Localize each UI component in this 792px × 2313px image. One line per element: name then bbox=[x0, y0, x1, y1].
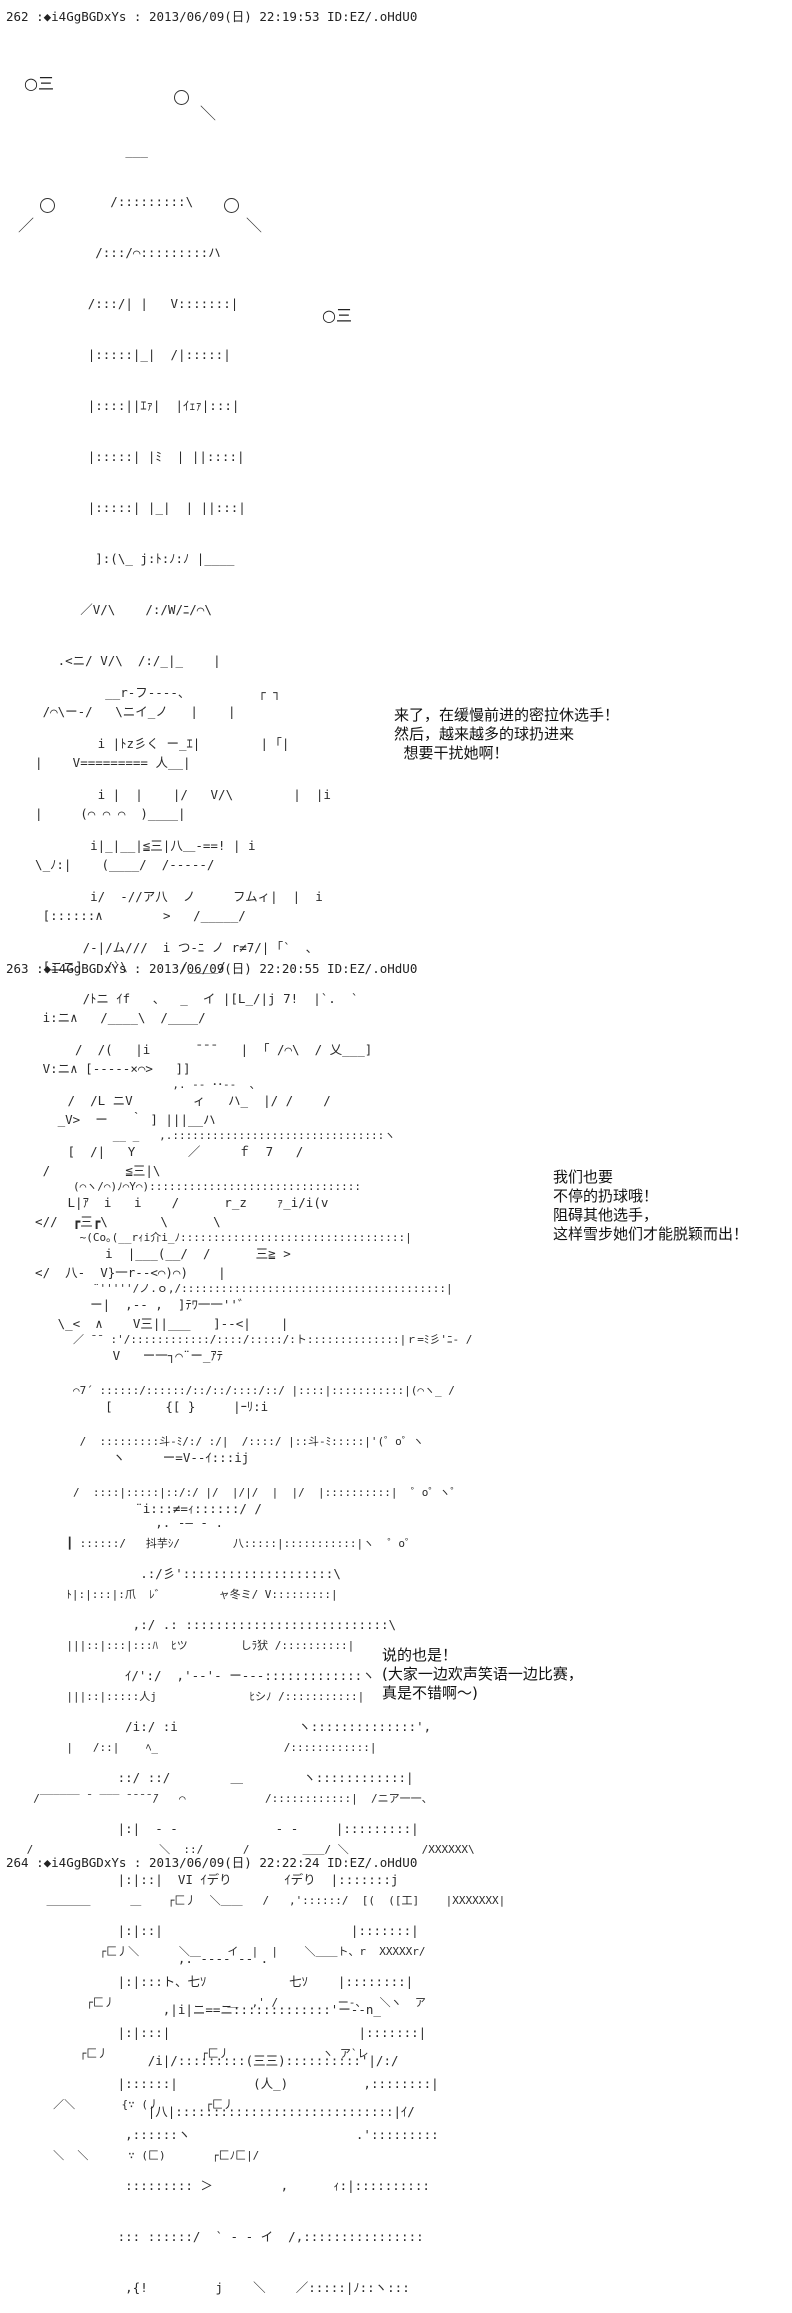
ascii-art: ,. -‐‐‐ ‐- . ,|i|ニ==ニ:::::::::::::'ー--n_… bbox=[80, 1951, 415, 2119]
ascii-art: __r‐フ‐‐‐-、 ┌ ┐ i |ﾄz彡く ー_ｴ| | ｢| i | | |… bbox=[60, 685, 373, 1516]
dialogue-text: 说的也是！ (大家一边欢声笑语一边比赛， 真是不错啊〜) bbox=[382, 1646, 583, 1702]
post-header: 262 :◆i4GgBGDxYs : 2013/06/09(日) 22:19:5… bbox=[6, 9, 418, 24]
ascii-art: ,. -― ‐ . .:/彡'::::::::::::::::::::\ ,:/… bbox=[80, 1515, 439, 2295]
circle-san-mark: ○三 bbox=[322, 306, 352, 325]
circle-san-mark: ○三 bbox=[24, 74, 54, 93]
ascii-art: ,. -‐ ･･‐- 、 __ _ ,.::::::::::::::::::::… bbox=[20, 1078, 506, 2162]
ascii-art: ___ /:::::::::\ /:::/⌒:::::::::ハ /:::/| … bbox=[20, 143, 289, 1331]
post-header: 264 :◆i4GgBGDxYs : 2013/06/09(日) 22:22:2… bbox=[6, 1855, 418, 1870]
dialogue-text: 来了，在缓慢前进的密拉休选手！ 然后，越来越多的球扔进来 想要干扰她啊！ bbox=[394, 706, 620, 762]
slash-mark: ＼ bbox=[200, 104, 217, 123]
circle-mark bbox=[174, 90, 189, 105]
slash-mark: ＼ bbox=[246, 216, 263, 235]
circle-mark bbox=[40, 198, 55, 213]
post-header: 263 :◆i4GgBGDxYs : 2013/06/09(日) 22:20:5… bbox=[6, 961, 418, 976]
dialogue-text: 我们也要 不停的扔球哦！ 阻碍其他选手， 这样雪步她们才能脱颖而出！ bbox=[553, 1168, 749, 1243]
circle-mark bbox=[224, 198, 239, 213]
slash-mark: ／ bbox=[18, 216, 35, 235]
